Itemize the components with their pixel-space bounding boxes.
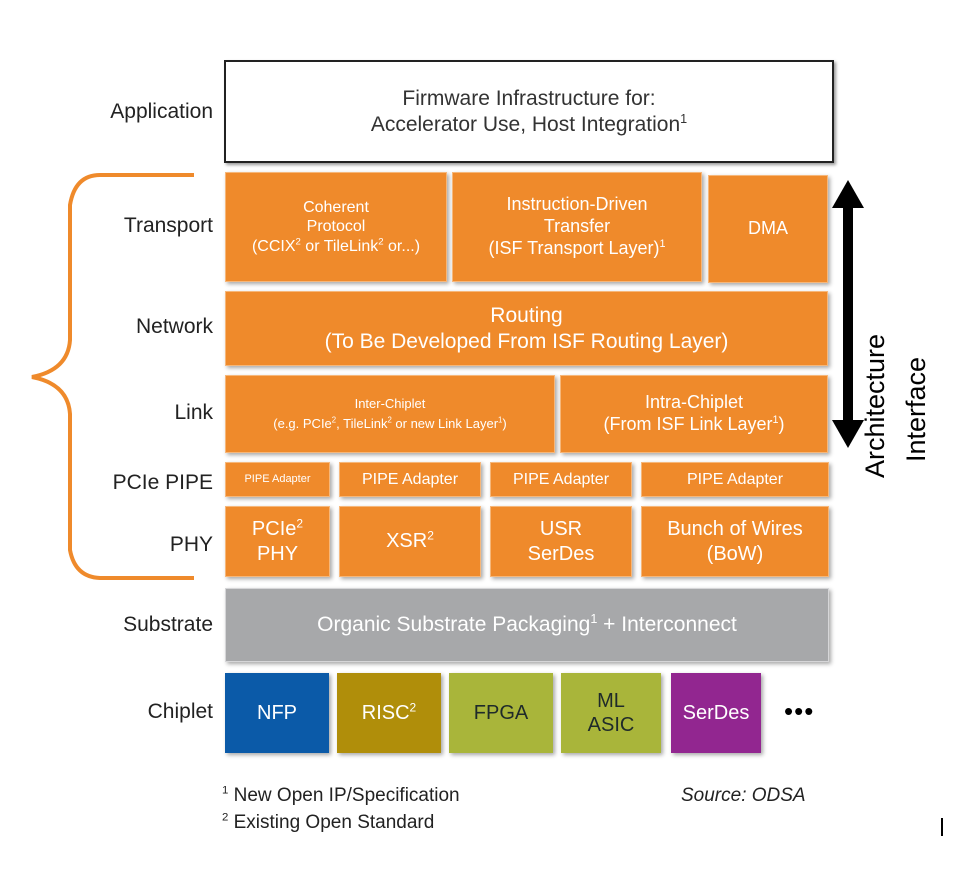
usr-serdes-box: USR SerDes xyxy=(490,506,632,577)
intra-chiplet-line1: Intra-Chiplet xyxy=(644,392,744,413)
pipe-adapter-3: PIPE Adapter xyxy=(490,462,632,497)
inter-chiplet-box: Inter-Chiplet (e.g. PCIe2, TileLink2 or … xyxy=(225,375,555,453)
coherent-line3: (CCIX2 or TileLink2 or...) xyxy=(251,236,421,255)
inter-chiplet-line2: (e.g. PCIe2, TileLink2 or new Link Layer… xyxy=(273,415,507,431)
coherent-protocol-box: Coherent Protocol (CCIX2 or TileLink2 or… xyxy=(225,172,447,282)
application-line1: Firmware Infrastructure for: xyxy=(402,86,656,110)
chiplet-serdes: SerDes xyxy=(671,673,761,753)
xsr-label: XSR2 xyxy=(386,528,434,553)
arrow-label-interface: Interface xyxy=(901,356,931,462)
layer-label-chiplet: Chiplet xyxy=(147,700,213,723)
footnote-1: 1 New Open IP/Specification xyxy=(222,784,460,806)
double-arrow-icon xyxy=(832,180,864,448)
pcie-phy-line2: PHY xyxy=(256,542,299,565)
pipe-adapter-1: PIPE Adapter xyxy=(225,462,330,497)
intra-chiplet-line2: (From ISF Link Layer1) xyxy=(603,414,785,434)
application-box: Firmware Infrastructure for: Accelerator… xyxy=(224,60,834,163)
substrate-label: Organic Substrate Packaging1 + Interconn… xyxy=(317,612,737,637)
bunch-of-wires-box: Bunch of Wires (BoW) xyxy=(641,506,829,577)
usr-line2: SerDes xyxy=(527,542,595,565)
instruction-line3: (ISF Transport Layer)1 xyxy=(488,237,666,258)
bow-line1: Bunch of Wires xyxy=(667,518,803,541)
source-credit: Source: ODSA xyxy=(681,785,806,806)
instruction-line1: Instruction-Driven xyxy=(506,194,648,215)
dma-label: DMA xyxy=(748,218,788,239)
bow-line2: (BoW) xyxy=(706,542,764,565)
routing-line1: Routing xyxy=(490,303,563,327)
coherent-line2: Protocol xyxy=(306,218,366,236)
pcie-phy-line1: PCIe2 xyxy=(251,516,304,541)
usr-line1: USR xyxy=(539,518,583,541)
chiplet-fpga: FPGA xyxy=(449,673,553,753)
routing-line2: (To Be Developed From ISF Routing Layer) xyxy=(324,329,729,353)
layer-label-substrate: Substrate xyxy=(123,613,213,636)
coherent-line1: Coherent xyxy=(303,198,369,216)
more-chiplets-ellipsis: ••• xyxy=(784,696,815,726)
layer-label-transport: Transport xyxy=(123,214,213,237)
application-line2: Accelerator Use, Host Integration1 xyxy=(370,111,688,136)
layer-label-network: Network xyxy=(135,315,213,338)
dma-box: DMA xyxy=(708,175,828,283)
inter-chiplet-line1: Inter-Chiplet xyxy=(354,396,426,412)
pcie-phy-box: PCIe2 PHY xyxy=(225,506,330,577)
layer-label-link: Link xyxy=(174,401,213,424)
orange-brace xyxy=(31,173,194,580)
layer-label-pcie-pipe: PCIe PIPE xyxy=(112,471,213,494)
layer-label-application: Application xyxy=(110,100,213,123)
chiplet-risc: RISC2 xyxy=(337,673,441,753)
xsr-box: XSR2 xyxy=(339,506,481,577)
routing-box: Routing (To Be Developed From ISF Routin… xyxy=(225,291,828,366)
intra-chiplet-box: Intra-Chiplet (From ISF Link Layer1) xyxy=(560,375,828,453)
pipe-adapter-4: PIPE Adapter xyxy=(641,462,829,497)
instruction-line2: Transfer xyxy=(543,216,611,237)
arrow-label-architecture: Architecture xyxy=(860,333,890,478)
substrate-box: Organic Substrate Packaging1 + Interconn… xyxy=(225,588,829,662)
stray-divider xyxy=(941,818,943,836)
instruction-driven-transfer-box: Instruction-Driven Transfer (ISF Transpo… xyxy=(452,172,702,282)
pipe-adapter-2: PIPE Adapter xyxy=(339,462,481,497)
chiplet-nfp: NFP xyxy=(225,673,329,753)
footnote-2: 2 Existing Open Standard xyxy=(222,811,435,833)
layer-label-phy: PHY xyxy=(169,533,213,556)
